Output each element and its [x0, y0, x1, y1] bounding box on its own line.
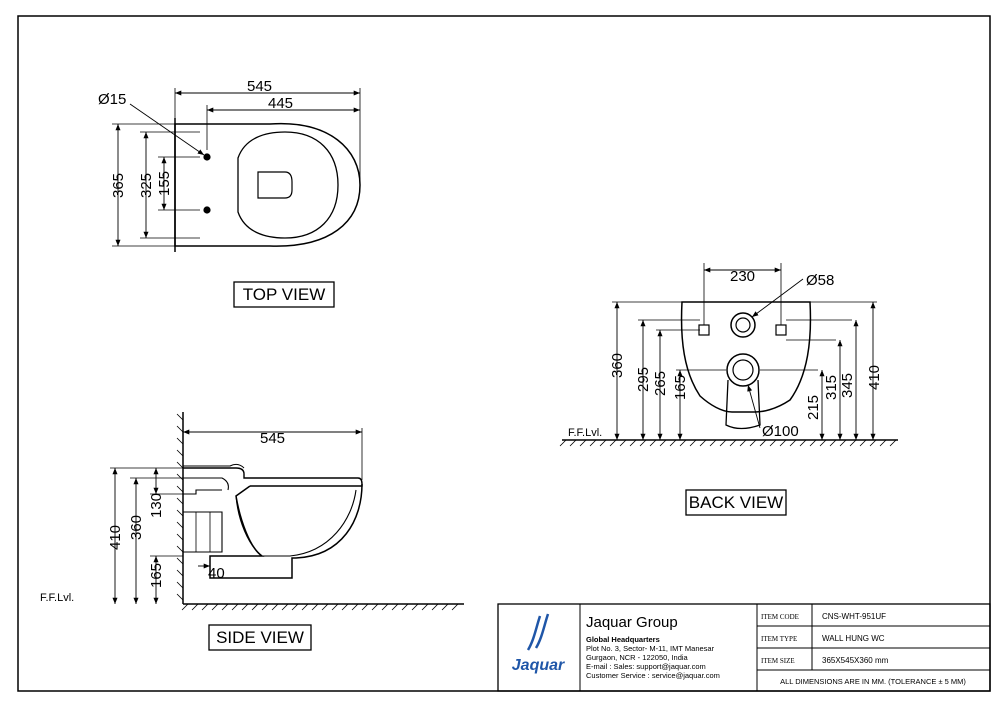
- back-view: [559, 263, 898, 447]
- top-view-label-box: [233, 281, 335, 308]
- back-fixing-slot-2: [775, 324, 787, 336]
- top-dim-365: 365: [110, 173, 127, 198]
- back-dim-outlet: Ø100: [762, 423, 799, 440]
- address-line-4: E-mail : Sales: support@jaquar.com: [586, 662, 706, 671]
- back-view-label: BACK VIEW: [689, 493, 783, 512]
- item-size-label: ITEM SIZE: [761, 657, 795, 665]
- top-dim-hole-dia: Ø15: [98, 91, 126, 108]
- tolerance-note: ALL DIMENSIONS ARE IN MM. (TOLERANCE ± 5…: [780, 677, 966, 686]
- back-fixing-slot-1: [698, 324, 710, 336]
- side-dim-360: 360: [128, 515, 145, 540]
- top-view-label: TOP VIEW: [243, 285, 326, 304]
- side-view: [110, 412, 464, 611]
- top-view: [112, 88, 361, 252]
- side-floor-label: F.F.Lvl.: [40, 592, 74, 604]
- back-floor-label: F.F.Lvl.: [568, 427, 602, 439]
- side-rim: [183, 467, 363, 487]
- back-dim-410: 410: [866, 365, 883, 390]
- top-bowl-outline: [174, 122, 361, 247]
- top-dim-545: 545: [247, 78, 272, 95]
- sheet-border: [17, 15, 991, 692]
- item-type-value: WALL HUNG WC: [822, 634, 885, 643]
- back-outlet: [726, 353, 760, 387]
- top-bowl-rim: [237, 131, 339, 239]
- address-line-3: Gurgaon, NCR - 122050, India: [586, 653, 689, 662]
- back-view-label-box: [685, 489, 787, 516]
- item-code-label: ITEM CODE: [761, 613, 799, 621]
- back-dim-230: 230: [730, 268, 755, 285]
- side-dim-165: 165: [148, 563, 165, 588]
- top-fixing-hole-2: [203, 206, 211, 214]
- side-dim-130: 130: [148, 493, 165, 518]
- back-inlet: [730, 312, 756, 338]
- item-type-label: ITEM TYPE: [761, 635, 797, 643]
- back-view-dims: 230 Ø58 Ø100 360 295 265 165 215 315 345…: [568, 268, 883, 440]
- side-dim-545: 545: [260, 430, 285, 447]
- address-line-2: Plot No. 3, Sector- M-11, IMT Manesar: [586, 644, 715, 653]
- address-line-1: Global Headquarters: [586, 635, 660, 644]
- side-dim-40: 40: [208, 565, 225, 582]
- side-bowl-outline: [209, 483, 363, 579]
- top-dim-445: 445: [268, 95, 293, 112]
- top-dim-155: 155: [156, 171, 173, 196]
- back-dim-inlet: Ø58: [806, 272, 834, 289]
- side-view-label: SIDE VIEW: [216, 628, 304, 647]
- item-code-value: CNS-WHT-951UF: [822, 612, 886, 621]
- title-block: [497, 603, 991, 692]
- company-name: Jaquar Group: [586, 614, 678, 631]
- top-dim-325: 325: [138, 173, 155, 198]
- jaquar-logo: Jaquar: [512, 613, 565, 674]
- back-dim-165: 165: [672, 375, 689, 400]
- logo-wordmark: Jaquar: [512, 657, 565, 674]
- top-drain: [257, 171, 293, 199]
- back-dim-360: 360: [609, 353, 626, 378]
- back-plate-outline: [680, 301, 812, 413]
- address-line-5: Customer Service : service@jaquar.com: [586, 671, 720, 680]
- side-view-label-box: [208, 624, 312, 651]
- top-view-dims: 545 445 Ø15 365 325 155: [98, 78, 293, 198]
- back-dim-215: 215: [805, 395, 822, 420]
- top-fixing-hole-1: [203, 153, 211, 161]
- back-dim-315: 315: [823, 375, 840, 400]
- back-dim-295: 295: [635, 367, 652, 392]
- back-dim-345: 345: [839, 373, 856, 398]
- item-size-value: 365X545X360 mm: [822, 656, 889, 665]
- back-dim-265: 265: [652, 371, 669, 396]
- side-dim-410: 410: [107, 525, 124, 550]
- side-view-dims: 545 40 410 360 130 165 F.F.Lvl.: [40, 430, 285, 604]
